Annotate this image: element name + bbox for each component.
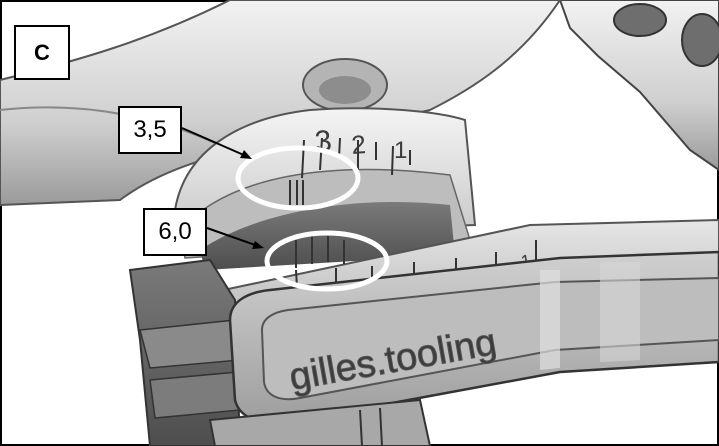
bottom-grip [208, 398, 432, 446]
upper-scale-2: 2 [350, 129, 367, 160]
callout-upper: 3,5 [118, 106, 182, 154]
leader-arrow-lower [206, 227, 264, 249]
highlight-ellipse-lower [264, 230, 390, 292]
handle: gilles.tooling [228, 250, 719, 425]
callout-lower: 6,0 [143, 208, 207, 256]
panel-label: C [14, 25, 70, 80]
right-bracket [558, 0, 719, 172]
dial-scale-body: 3 2 1 [173, 107, 477, 270]
upper-scale-1: 1 [394, 137, 407, 164]
leader-arrow-upper [181, 127, 252, 159]
base-block [128, 258, 242, 446]
highlight-ellipse-upper [235, 145, 361, 211]
